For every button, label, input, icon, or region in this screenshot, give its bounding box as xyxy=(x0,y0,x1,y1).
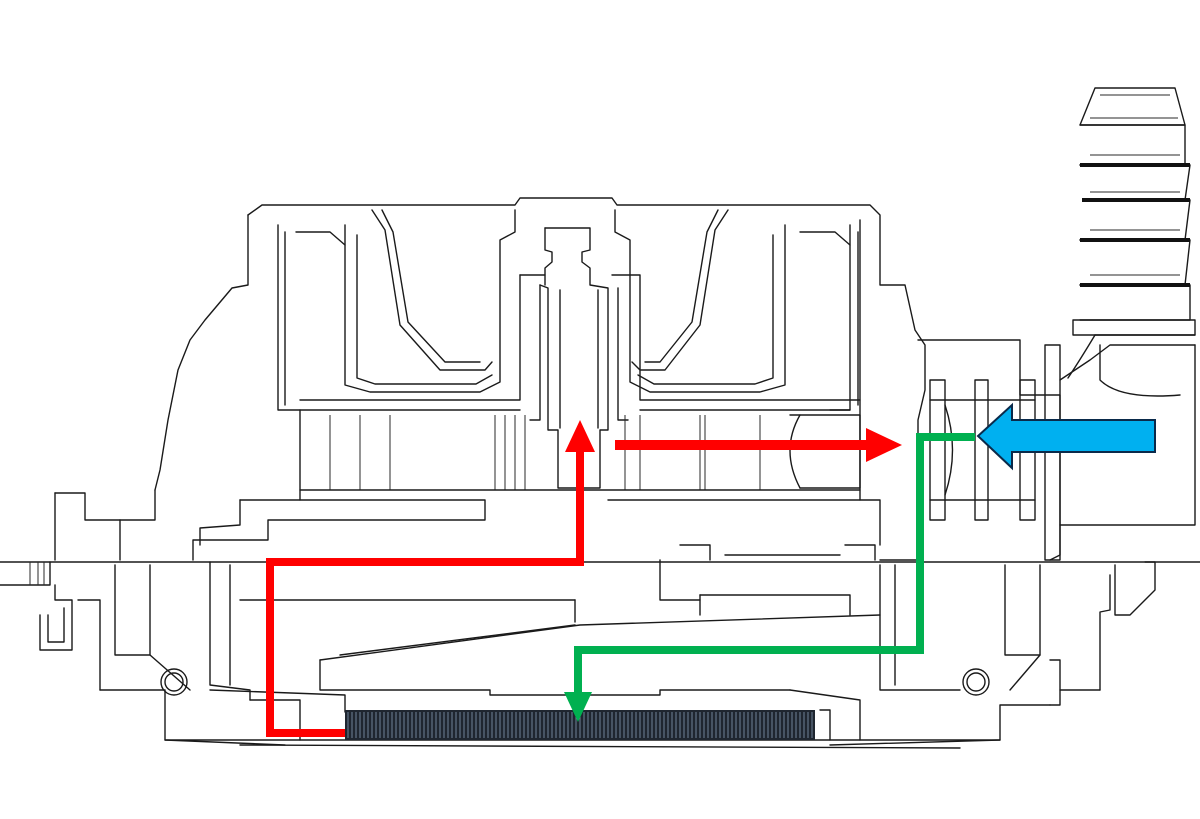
red-flow-path xyxy=(266,420,595,737)
housing-outline xyxy=(0,87,1200,749)
red-outlet-arrow xyxy=(615,428,902,462)
green-flow-path xyxy=(564,433,975,722)
coldplate-fin-array xyxy=(345,710,815,740)
blue-inlet-arrow xyxy=(976,402,1156,471)
